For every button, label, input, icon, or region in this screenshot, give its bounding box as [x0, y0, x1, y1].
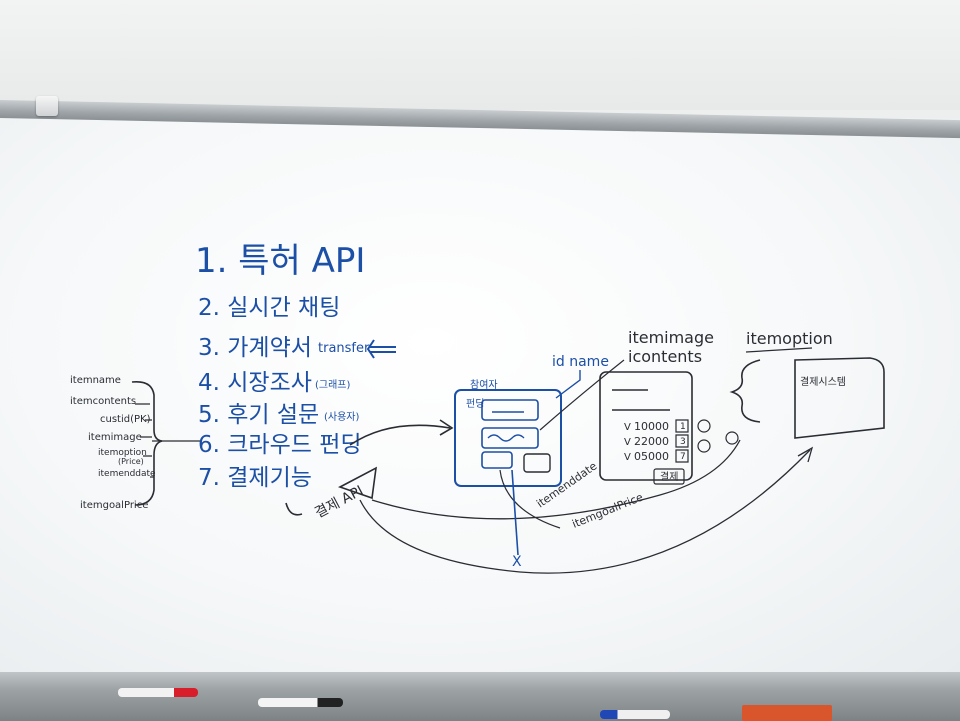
list-item-3: 3. 가계약서 [198, 335, 312, 361]
funding-content-box [481, 427, 539, 449]
field-itemimage: itemimage [88, 432, 142, 443]
payment-system-label: 결제시스템 [800, 376, 846, 388]
funding-image-box [481, 399, 539, 421]
funding-screen [454, 389, 562, 487]
count-3: 7 [680, 452, 686, 462]
list-item-3-note: transfer [318, 341, 370, 356]
field-itemcontents: itemcontents [70, 396, 136, 407]
transfer-arrow-icon [366, 339, 396, 359]
list-item-6: 6. 크라우드 펀딩 [198, 432, 362, 458]
field-itemenddate: itemenddate [98, 469, 156, 479]
price-row-1: 10000 [634, 420, 669, 433]
funding-option-box [481, 451, 513, 469]
payment-api-caret [337, 466, 377, 500]
whiteboard-surface [0, 118, 960, 678]
field-brace [131, 380, 163, 506]
price-row-2: 22000 [634, 435, 669, 448]
cancel-mark: X [512, 554, 522, 570]
tick-1: V [624, 422, 631, 433]
icontents-label: icontents [628, 347, 702, 366]
count-2: 3 [680, 437, 686, 447]
field-custid: custid(PK) [100, 414, 151, 425]
field-itemgoalprice: itemgoalPrice [80, 500, 148, 511]
option-screen [599, 371, 693, 481]
flow-curve-lower [359, 449, 811, 574]
funding-pay-box [523, 453, 551, 473]
price-row-3: 05000 [634, 450, 669, 463]
tick-2: V [624, 437, 631, 448]
field-price: (Price) [118, 457, 144, 466]
itemgoalprice-label: itemgoalPrice [570, 490, 645, 530]
field-itemname: itemname [70, 375, 121, 386]
funding-label: 펀딩 [466, 398, 484, 410]
list-item-4: 4. 시장조사 [198, 370, 312, 396]
list-item-5-note: (사용자) [324, 411, 360, 423]
black-marker [258, 698, 343, 707]
list-item-1: 1. 특허 API [195, 241, 365, 281]
list-item-7: 7. 결제기능 [198, 465, 312, 491]
itemenddate-label: itemenddate [534, 459, 599, 510]
eraser [742, 705, 832, 721]
red-marker [118, 688, 198, 697]
blue-marker [600, 710, 670, 719]
itemimage-label: itemimage [628, 328, 714, 347]
list-item-4-note: (그래프) [315, 379, 351, 391]
idname-label: id name [552, 354, 609, 370]
pay-button-sketch: 결제 [660, 471, 678, 483]
list-item-2: 2. 실시간 채팅 [198, 295, 340, 321]
flow-curve-upper [371, 439, 741, 520]
participants-label: 참여자 [470, 379, 498, 391]
itemoption-label: itemoption [746, 329, 833, 348]
funding-arrow [349, 424, 451, 446]
wall [0, 0, 960, 110]
payment-system-box [794, 357, 885, 439]
cancel-arrow [511, 469, 519, 556]
board-clip [36, 96, 58, 116]
count-1: 1 [680, 422, 686, 432]
itemoption-brace [729, 359, 761, 423]
list-item-5: 5. 후기 설문 [198, 402, 319, 428]
tick-3: V [624, 452, 631, 463]
field-list: itemname itemcontents custid(PK) itemima… [70, 375, 200, 511]
field-itemoption: itemoption [98, 448, 147, 458]
payment-api-label: 결제 API [312, 483, 366, 522]
